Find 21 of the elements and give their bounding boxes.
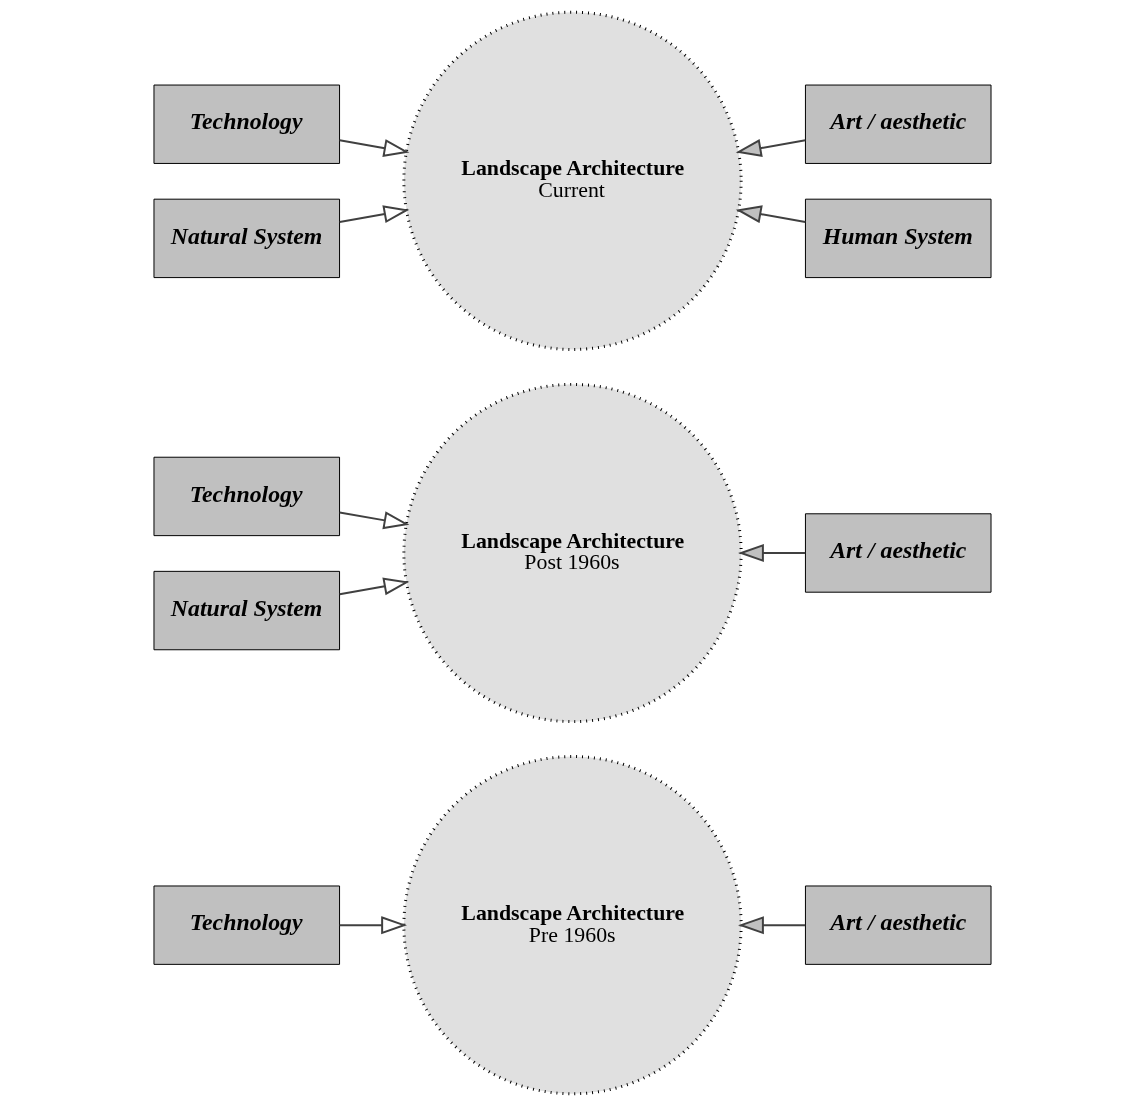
arrow <box>737 916 806 935</box>
node-box: Natural System <box>152 198 340 279</box>
node-box: Technology <box>152 84 340 164</box>
node-box: Technology <box>152 456 340 537</box>
arrow <box>338 205 409 224</box>
arrow <box>338 916 407 935</box>
node-box: Human System <box>804 198 992 279</box>
node-box: Art / aesthetic <box>804 513 992 593</box>
node-circle: Landscape Architecture Pre 1960s <box>401 755 743 1096</box>
node-circle: Landscape Architecture Current <box>401 10 743 351</box>
arrow <box>338 577 409 596</box>
arrow <box>735 139 806 157</box>
arrow <box>338 511 409 530</box>
node-box: Art / aesthetic <box>804 84 992 164</box>
node-circle: Landscape Architecture Post 1960s <box>401 382 743 724</box>
node-box: Natural System <box>152 570 340 651</box>
node-box: Technology <box>152 885 340 965</box>
arrow <box>338 139 409 157</box>
arrow <box>737 543 806 563</box>
node-box: Art / aesthetic <box>804 885 992 965</box>
arrow <box>735 205 806 224</box>
